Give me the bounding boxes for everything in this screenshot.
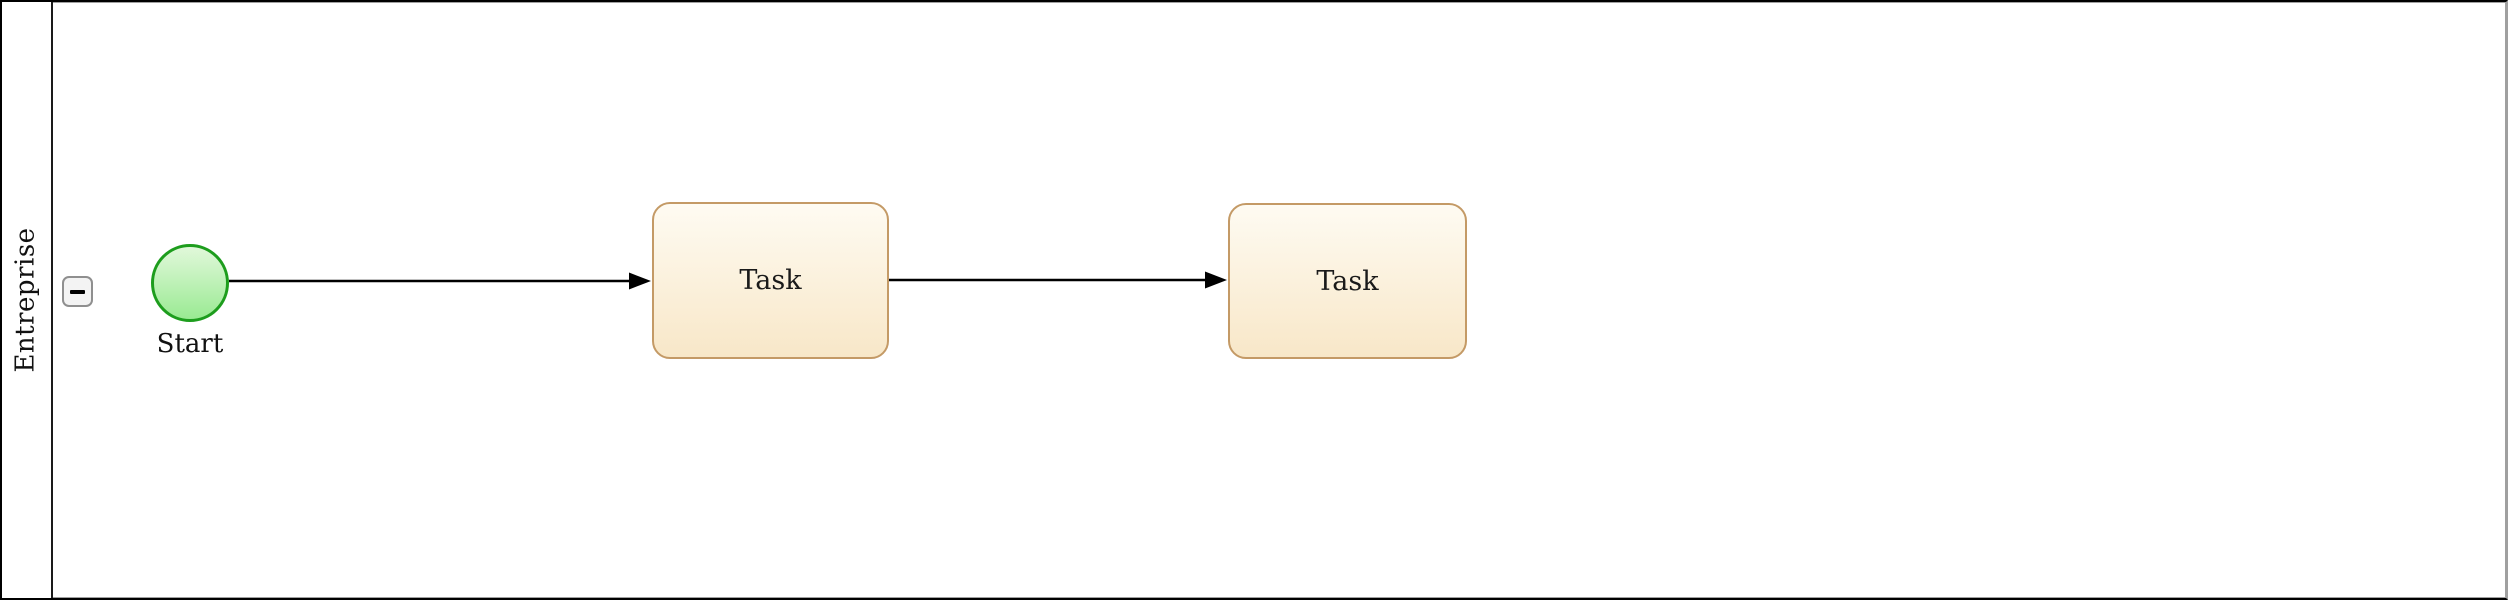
start-event-circle[interactable] [151, 244, 229, 322]
sequence-flow-start-task1[interactable] [229, 272, 651, 290]
task-2-label: Task [1316, 265, 1379, 297]
pool-title-strip[interactable]: Entreprise [0, 0, 53, 600]
task-node-1[interactable]: Task [652, 202, 889, 359]
task-node-2[interactable]: Task [1228, 203, 1467, 359]
pool-label: Entreprise [10, 227, 41, 373]
collapse-button[interactable] [62, 276, 93, 307]
task-1-label: Task [739, 265, 802, 296]
minus-icon [70, 289, 85, 294]
sequence-flow-task1-task2[interactable] [889, 271, 1227, 289]
start-event-label: Start [156, 329, 224, 359]
